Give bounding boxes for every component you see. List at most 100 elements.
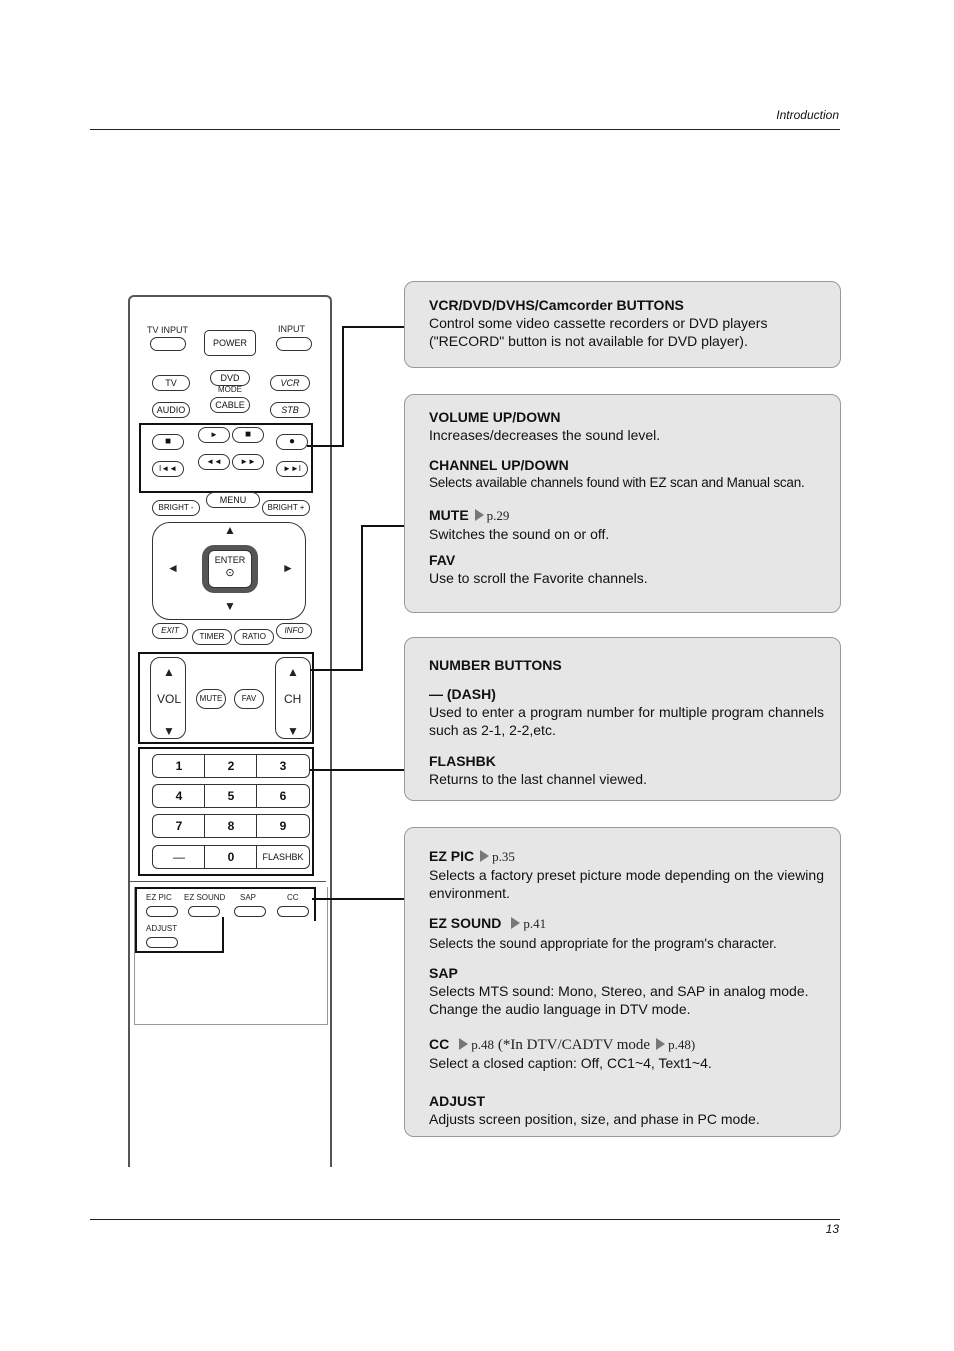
section-title: Introduction	[776, 108, 839, 122]
up-arrow-icon[interactable]: ▲	[224, 523, 236, 537]
enter-dot-icon: ⊙	[225, 567, 235, 579]
key-9-button[interactable]: 9	[256, 814, 310, 838]
ez-pic-title: EZ PIC	[429, 848, 475, 864]
cc-dtv-note: (*In DTV/CADTV mode	[497, 1037, 651, 1053]
bright-plus-button[interactable]: BRIGHT +	[262, 500, 310, 516]
callout-vcr-buttons: VCR/DVD/DVHS/Camcorder BUTTONS Control s…	[404, 281, 841, 368]
stop-button-left[interactable]: ■	[152, 434, 184, 450]
leader-number	[310, 769, 404, 771]
ez-pic-button[interactable]	[146, 906, 178, 917]
key-1-button[interactable]: 1	[152, 754, 206, 778]
leader-volume-h2	[361, 525, 404, 527]
dash-desc: Used to enter a program number for multi…	[429, 704, 824, 738]
ez-sound-title: EZ SOUND	[429, 915, 502, 931]
channel-rocker[interactable]	[275, 657, 311, 739]
volume-rocker[interactable]	[150, 657, 186, 739]
arrow-right-icon	[474, 509, 484, 521]
adjust-title: ADJUST	[429, 1093, 486, 1109]
volume-down-icon: ▼	[163, 724, 175, 738]
cc-page-ref: p.48	[471, 1037, 494, 1052]
channel-up-icon: ▲	[287, 665, 299, 679]
key-2-button[interactable]: 2	[204, 754, 258, 778]
sap-button[interactable]	[234, 906, 266, 917]
key-4-button[interactable]: 4	[152, 784, 206, 808]
ez-sound-label: EZ SOUND	[184, 893, 226, 902]
enter-button[interactable]: ENTER ⊙	[208, 550, 252, 588]
key-8-button[interactable]: 8	[204, 814, 258, 838]
key-7-button[interactable]: 7	[152, 814, 206, 838]
key-0-button[interactable]: 0	[204, 845, 258, 869]
skip-forward-button[interactable]: ►►I	[276, 461, 308, 477]
dvd-mode-button[interactable]: DVD	[210, 370, 250, 386]
ez-pic-desc: Selects a factory preset picture mode de…	[429, 867, 824, 901]
adjust-button[interactable]	[146, 937, 178, 948]
power-button[interactable]: POWER	[204, 330, 256, 356]
audio-mode-button[interactable]: AUDIO	[152, 402, 190, 418]
exit-button[interactable]: EXIT	[152, 623, 188, 639]
channel-title: CHANNEL UP/DOWN	[429, 457, 569, 473]
volume-up-icon: ▲	[163, 665, 175, 679]
page-number: 13	[825, 1222, 839, 1236]
menu-button[interactable]: MENU	[206, 492, 260, 508]
callout-number-buttons: NUMBER BUTTONS — (DASH) Used to enter a …	[404, 637, 841, 801]
cc-button[interactable]	[277, 906, 309, 917]
fav-title: FAV	[429, 552, 456, 568]
tv-mode-button[interactable]: TV	[152, 375, 190, 391]
timer-button[interactable]: TIMER	[192, 629, 232, 645]
vcr-buttons-desc-2: ("RECORD" button is not available for DV…	[429, 333, 748, 349]
tv-input-button[interactable]	[150, 337, 186, 351]
key-3-button[interactable]: 3	[256, 754, 310, 778]
dash-title: — (DASH)	[429, 686, 496, 702]
volume-desc: Increases/decreases the sound level.	[429, 427, 661, 443]
vcr-buttons-desc-1: Control some video cassette recorders or…	[429, 315, 768, 331]
key-5-button[interactable]: 5	[204, 784, 258, 808]
play-button[interactable]: ►	[198, 427, 230, 443]
volume-channel-group	[138, 652, 314, 744]
leader-vcr-v	[342, 326, 344, 447]
stb-mode-button[interactable]: STB	[270, 402, 310, 418]
cable-mode-button[interactable]: CABLE	[210, 397, 250, 413]
remote-control: TV INPUT INPUT POWER TV DVD MODE VCR AUD…	[128, 295, 332, 1167]
key-6-button[interactable]: 6	[256, 784, 310, 808]
cc-dtv-page-ref: p.48)	[668, 1037, 696, 1052]
ez-buttons-group	[135, 887, 316, 921]
adjust-desc: Adjusts screen position, size, and phase…	[429, 1111, 760, 1127]
sap-desc-2: Change the audio language in DTV mode.	[429, 1001, 691, 1017]
adjust-label: ADJUST	[146, 924, 178, 933]
tv-input-label: TV INPUT	[147, 325, 189, 335]
input-button[interactable]	[276, 337, 312, 351]
fav-button[interactable]: FAV	[234, 689, 264, 709]
leader-vcr-h1	[307, 445, 343, 447]
cc-title: CC	[429, 1036, 450, 1052]
rewind-button[interactable]: ◄◄	[198, 454, 230, 470]
mode-label: MODE	[218, 385, 242, 394]
key-dash-button[interactable]: —	[152, 845, 206, 869]
stop-button[interactable]: ■	[232, 427, 264, 443]
mute-button[interactable]: MUTE	[196, 689, 226, 709]
bright-minus-button[interactable]: BRIGHT -	[152, 500, 200, 516]
left-arrow-icon[interactable]: ◄	[167, 561, 179, 575]
ratio-button[interactable]: RATIO	[234, 629, 274, 645]
flashbk-desc: Returns to the last channel viewed.	[429, 771, 647, 787]
record-button[interactable]: ●	[276, 434, 308, 450]
fast-forward-button[interactable]: ►►	[232, 454, 264, 470]
mute-desc: Switches the sound on or off.	[429, 526, 610, 542]
vcr-mode-button[interactable]: VCR	[270, 375, 310, 391]
down-arrow-icon[interactable]: ▼	[224, 599, 236, 613]
mute-page-ref: p.29	[486, 508, 510, 523]
ez-sound-button[interactable]	[188, 906, 220, 917]
arrow-right-icon	[480, 850, 490, 862]
input-label: INPUT	[278, 324, 305, 334]
arrow-right-icon	[459, 1038, 469, 1050]
skip-back-button[interactable]: I◄◄	[152, 461, 184, 477]
info-button[interactable]: INFO	[276, 623, 312, 639]
callout-volume-channel: VOLUME UP/DOWN Increases/decreases the s…	[404, 394, 841, 613]
vcr-buttons-title: VCR/DVD/DVHS/Camcorder BUTTONS	[429, 297, 684, 313]
key-flashbk-button[interactable]: FLASHBK	[256, 845, 310, 869]
number-buttons-group	[138, 747, 314, 876]
channel-desc: Selects available channels found with EZ…	[429, 475, 805, 490]
right-arrow-icon[interactable]: ►	[282, 561, 294, 575]
